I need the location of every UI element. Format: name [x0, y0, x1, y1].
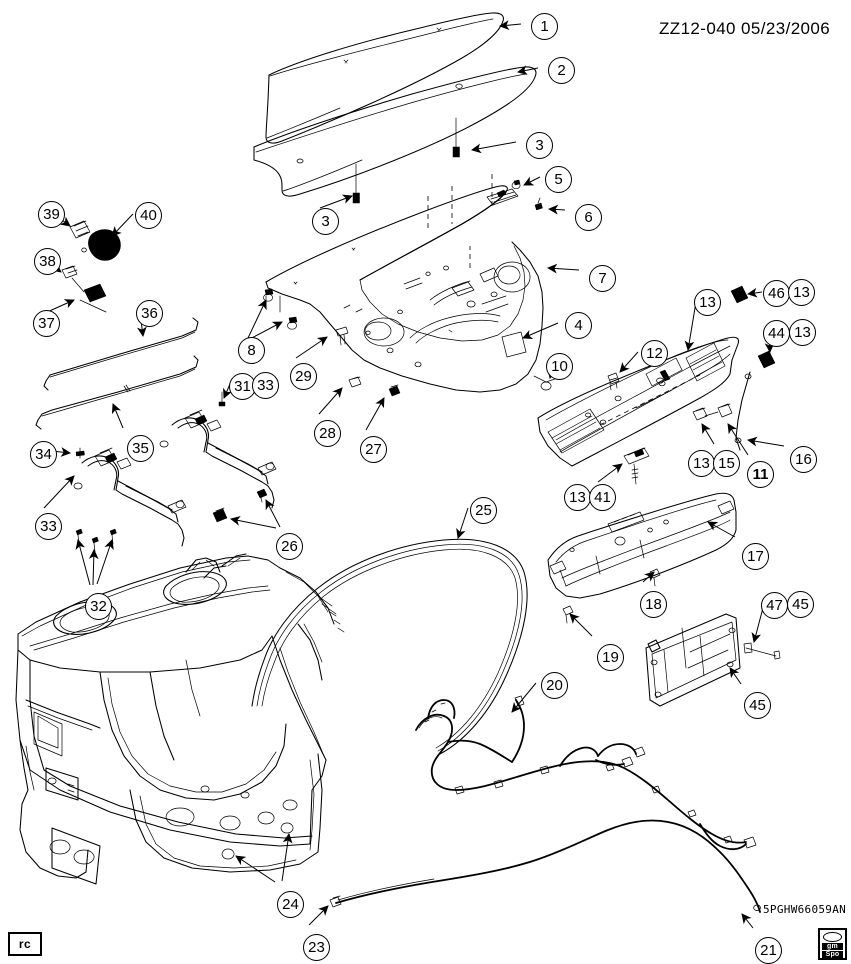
callout-bubble-20[interactable]: 20 [541, 672, 568, 699]
callout-bubble-8[interactable]: 8 [238, 337, 265, 364]
callout-bubble-31[interactable]: 31 [229, 373, 256, 400]
callout-bubble-38[interactable]: 38 [34, 248, 61, 275]
callout-bubble-3[interactable]: 3 [312, 208, 339, 235]
callout-bubble-7[interactable]: 7 [589, 265, 616, 292]
callout-bubble-45[interactable]: 45 [744, 692, 771, 719]
callout-bubble-39[interactable]: 39 [38, 201, 65, 228]
callout-bubble-32[interactable]: 32 [85, 593, 112, 620]
logo-spo-text: Spo [822, 951, 843, 958]
logo-gm-text: gm [822, 943, 843, 950]
callout-bubble-24[interactable]: 24 [277, 891, 304, 918]
callout-bubble-1[interactable]: 1 [531, 13, 558, 40]
callout-bubble-33[interactable]: 33 [35, 513, 62, 540]
callout-bubble-26[interactable]: 26 [276, 533, 303, 560]
callout-bubble-46[interactable]: 46 [763, 280, 790, 307]
callout-bubble-4[interactable]: 4 [565, 312, 592, 339]
callout-bubble-28[interactable]: 28 [314, 420, 341, 447]
callout-bubble-3[interactable]: 3 [526, 132, 553, 159]
callout-bubble-36[interactable]: 36 [136, 300, 163, 327]
callout-bubble-23[interactable]: 23 [303, 934, 330, 961]
callout-bubble-27[interactable]: 27 [360, 436, 387, 463]
callout-bubble-25[interactable]: 25 [470, 497, 497, 524]
callout-bubble-44[interactable]: 44 [763, 320, 790, 347]
callout-bubble-47[interactable]: 47 [761, 592, 788, 619]
callout-bubble-13[interactable]: 13 [694, 289, 721, 316]
callout-bubble-18[interactable]: 18 [640, 591, 667, 618]
callout-bubble-6[interactable]: 6 [575, 204, 602, 231]
revision-label: rc [18, 937, 32, 951]
callout-bubble-45[interactable]: 45 [787, 591, 814, 618]
callout-bubble-17[interactable]: 17 [742, 543, 769, 570]
callout-bubble-29[interactable]: 29 [290, 363, 317, 390]
callout-bubble-15[interactable]: 15 [713, 450, 740, 477]
callout-bubble-34[interactable]: 34 [30, 441, 57, 468]
callout-bubble-41[interactable]: 41 [589, 484, 616, 511]
callout-bubble-19[interactable]: 19 [597, 644, 624, 671]
callout-bubble-35[interactable]: 35 [127, 435, 154, 462]
logo-oval-icon [823, 932, 842, 942]
drawing-code-label: ZZ12-040 05/23/2006 [659, 19, 831, 38]
callout-bubble-16[interactable]: 16 [790, 446, 817, 473]
callout-bubble-13[interactable]: 13 [688, 450, 715, 477]
callout-bubble-10[interactable]: 10 [546, 353, 573, 380]
callout-bubble-13[interactable]: 13 [789, 319, 816, 346]
callout-bubble-13[interactable]: 13 [788, 279, 815, 306]
callout-bubble-5[interactable]: 5 [545, 166, 572, 193]
callout-bubble-37[interactable]: 37 [33, 310, 60, 337]
revision-box: rc [8, 932, 42, 956]
callout-bubble-12[interactable]: 12 [641, 340, 668, 367]
callout-bubble-2[interactable]: 2 [548, 57, 575, 84]
callout-bubble-13[interactable]: 13 [564, 484, 591, 511]
callout-bubble-33[interactable]: 33 [252, 372, 279, 399]
callout-bubble-40[interactable]: 40 [135, 202, 162, 229]
part-number-label: 5PGHW66059AN [763, 903, 847, 916]
gm-spo-logo: gm Spo [818, 928, 847, 960]
callout-bubble-11[interactable]: 11 [747, 461, 774, 488]
